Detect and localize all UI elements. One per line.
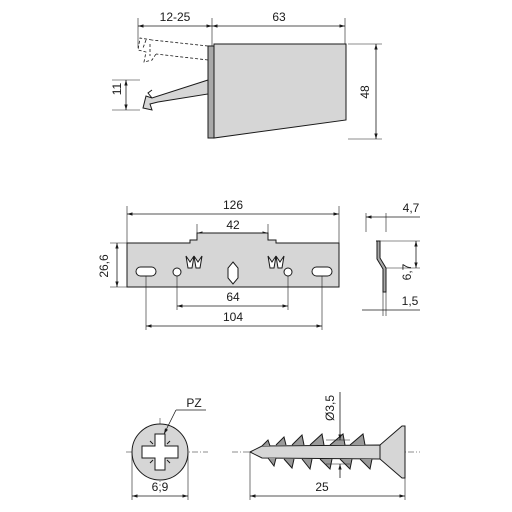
bracket-body — [213, 43, 347, 139]
plate-front-view: 126 42 26,6 — [97, 198, 340, 330]
pozidriv-recess-icon — [141, 433, 179, 471]
bracket-flange — [207, 45, 215, 139]
dim-profile-top-label: 4,7 — [403, 201, 420, 215]
dim-head-dia-label: 6,9 — [152, 480, 169, 494]
dim-screw-length-label: 25 — [315, 480, 329, 494]
plate-hole-right — [283, 267, 293, 277]
screw-head-side — [379, 425, 406, 479]
plate-center-slot — [227, 261, 239, 285]
dim-plate-height-label: 26,6 — [97, 254, 111, 278]
bracket-arm — [142, 79, 209, 111]
dim-plate-center-label: 42 — [226, 218, 240, 232]
plate-profile-view: 4,7 6,7 1,5 — [362, 201, 420, 316]
dim-adjust-label: 12-25 — [160, 10, 191, 24]
plate-slot-right — [311, 266, 333, 277]
bracket-side-view: 12-25 63 48 11 — [110, 10, 382, 140]
screw-thread — [261, 433, 373, 471]
profile-shape — [376, 240, 387, 293]
dim-plate-total-label: 126 — [223, 198, 243, 212]
pz-label: PZ — [186, 396, 201, 410]
screw-head-view: PZ 6,9 — [126, 396, 208, 500]
plate-teeth-right — [267, 255, 285, 269]
dim-plate-inner-label: 64 — [226, 290, 240, 304]
plate-teeth-left — [185, 255, 203, 269]
plate-slot-left — [135, 266, 157, 277]
dim-profile-thick-label: 1,5 — [402, 294, 419, 308]
pz-leader — [163, 409, 177, 435]
dim-length-label: 63 — [272, 10, 286, 24]
dim-shank-dia-label: Ø3,5 — [323, 395, 337, 421]
bracket-arm-extended — [137, 37, 209, 63]
screw-shank — [248, 444, 381, 460]
dim-height-label: 48 — [358, 85, 372, 99]
plate-hole-left — [172, 267, 182, 277]
dim-plate-outer-label: 104 — [223, 310, 243, 324]
dim-arm-label: 11 — [110, 82, 124, 95]
screw-side-view: Ø3,5 25 — [232, 392, 420, 500]
dim-profile-mid-label: 6,7 — [400, 263, 414, 280]
